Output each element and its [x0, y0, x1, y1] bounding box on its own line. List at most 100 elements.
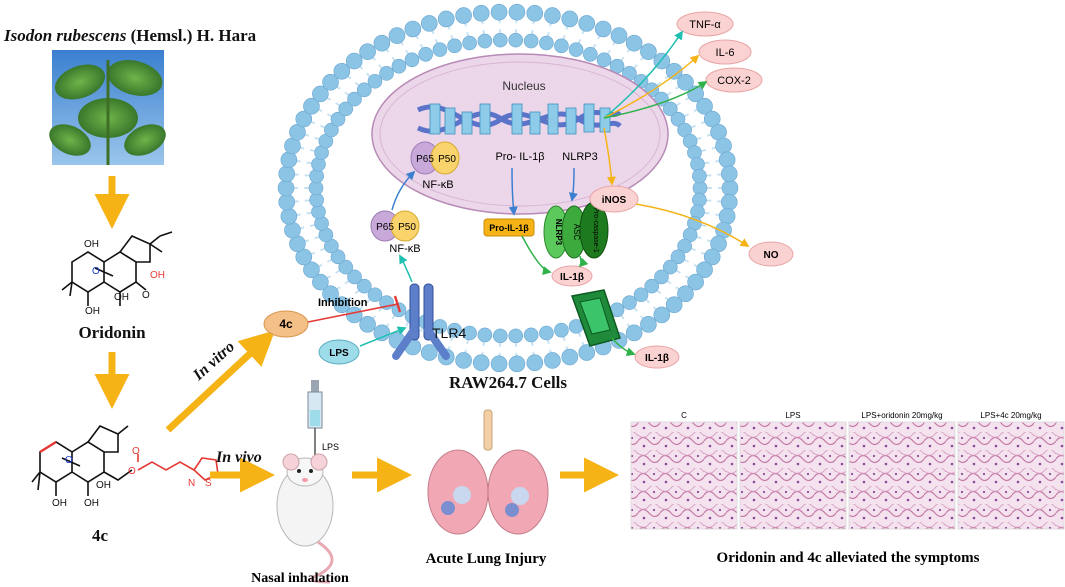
lungs-illustration	[427, 409, 549, 535]
plant-photo	[49, 50, 166, 165]
dna-helix	[416, 103, 622, 135]
p50-label: P50	[398, 222, 416, 233]
drug-4c	[263, 310, 309, 338]
lipid-head	[625, 34, 643, 52]
pathway-arrows	[359, 30, 750, 356]
lipid-head	[472, 354, 490, 372]
nfkb-nuclear	[410, 141, 460, 175]
il1b-channel	[570, 289, 621, 347]
lipid-head	[539, 325, 554, 341]
oh-label: OH	[84, 498, 99, 509]
lipid-head	[492, 328, 508, 344]
lipid-head	[280, 207, 298, 225]
lipid-head	[662, 259, 678, 275]
lipid-head	[373, 324, 391, 342]
lipid-head	[583, 46, 598, 62]
lipid-head	[594, 20, 612, 38]
syringe	[307, 380, 323, 456]
lipid-head	[715, 137, 732, 155]
il1b-inner	[551, 265, 593, 287]
lipid-head	[462, 325, 477, 341]
cox2-label: COX-2	[717, 75, 751, 87]
lipid-head	[356, 278, 372, 294]
lipid-head	[718, 207, 736, 225]
lipid-head	[333, 296, 351, 314]
oh-label: OH	[114, 292, 129, 303]
lipid-head	[418, 46, 433, 62]
conclusion-label: Oridonin and 4c alleviated the symptoms	[717, 550, 980, 566]
lipid-head	[338, 101, 354, 117]
lipid-head	[373, 34, 391, 52]
lipid-head	[653, 306, 671, 324]
lipid-head	[644, 278, 660, 294]
lipid-head	[670, 249, 686, 265]
il6-output	[698, 39, 752, 65]
lipid-head	[720, 193, 738, 211]
lipid-head	[490, 3, 508, 21]
lipid-head	[596, 52, 612, 68]
o-label: O	[65, 455, 73, 466]
in-vivo-label: In vivo	[215, 449, 262, 466]
nfkb-cytoplasm	[370, 210, 420, 242]
oh-label: OH	[84, 239, 99, 250]
histology-panels	[630, 421, 1065, 530]
asc-label: ASC	[572, 224, 581, 241]
inhibition-line	[307, 303, 399, 323]
lipid-head	[367, 73, 383, 89]
tlr4-label: TLR4	[432, 325, 466, 341]
pro-il1b-gene-label: Pro- IL-1β	[495, 151, 544, 163]
tnf-alpha-label: TNF-α	[689, 19, 721, 31]
panel-label-4c: LPS+4c 20mg/kg	[980, 411, 1041, 420]
lipid-head	[455, 352, 472, 369]
panel-label-c: C	[681, 411, 687, 420]
lps-ligand	[318, 339, 360, 365]
oh-label: OH	[96, 480, 111, 491]
lipid-head	[330, 249, 346, 265]
cell-title: RAW264.7 Cells	[449, 373, 567, 392]
lipid-head	[277, 179, 295, 197]
pro-il1b-protein	[483, 218, 535, 237]
cox2-output	[705, 67, 763, 93]
lipid-head	[721, 179, 739, 197]
mouse-illustration	[276, 453, 334, 584]
lipid-head	[526, 4, 544, 22]
lipid-head	[447, 38, 462, 54]
p65-label: P65	[376, 222, 394, 233]
drug-4c-label: 4c	[279, 317, 293, 331]
lipid-head	[455, 7, 472, 24]
lipid-head	[554, 38, 569, 54]
il6-label: IL-6	[716, 47, 735, 59]
oridonin-structure	[61, 231, 173, 306]
histology-panel-oridonin	[848, 421, 956, 530]
lipid-head	[622, 295, 637, 310]
inos-label: iNOS	[602, 195, 627, 206]
lipid-head	[687, 273, 704, 291]
lipid-head	[330, 111, 346, 127]
lipid-head	[640, 43, 657, 60]
oridonin-label: Oridonin	[78, 323, 146, 342]
lipid-head	[554, 322, 569, 338]
lipid-head	[356, 82, 372, 98]
lipid-head	[703, 248, 721, 266]
histology-panel-c	[630, 421, 738, 530]
nlrp3-gene-label: NLRP3	[562, 151, 597, 163]
lipid-head	[303, 261, 320, 279]
lipid-head	[670, 111, 686, 127]
lipid-head	[359, 43, 376, 60]
tnf-alpha-output	[676, 11, 734, 37]
lipid-head	[662, 101, 678, 117]
lipid-head	[677, 285, 694, 303]
compound-4c-structure	[31, 425, 133, 496]
nfkb-nuclear-label: NF-κB	[422, 179, 453, 191]
caspase-label: Pro-caspase-1	[592, 207, 599, 253]
lipid-head	[490, 355, 508, 373]
o-label: O	[128, 466, 136, 477]
lipid-head	[432, 42, 448, 57]
compound-4c-label: 4c	[92, 526, 109, 545]
lipid-head	[347, 269, 362, 285]
p50-label: P50	[438, 154, 456, 165]
lipid-head	[347, 91, 362, 107]
lipid-head	[322, 285, 339, 303]
p65-label: P65	[416, 154, 434, 165]
lipid-head	[367, 287, 383, 303]
